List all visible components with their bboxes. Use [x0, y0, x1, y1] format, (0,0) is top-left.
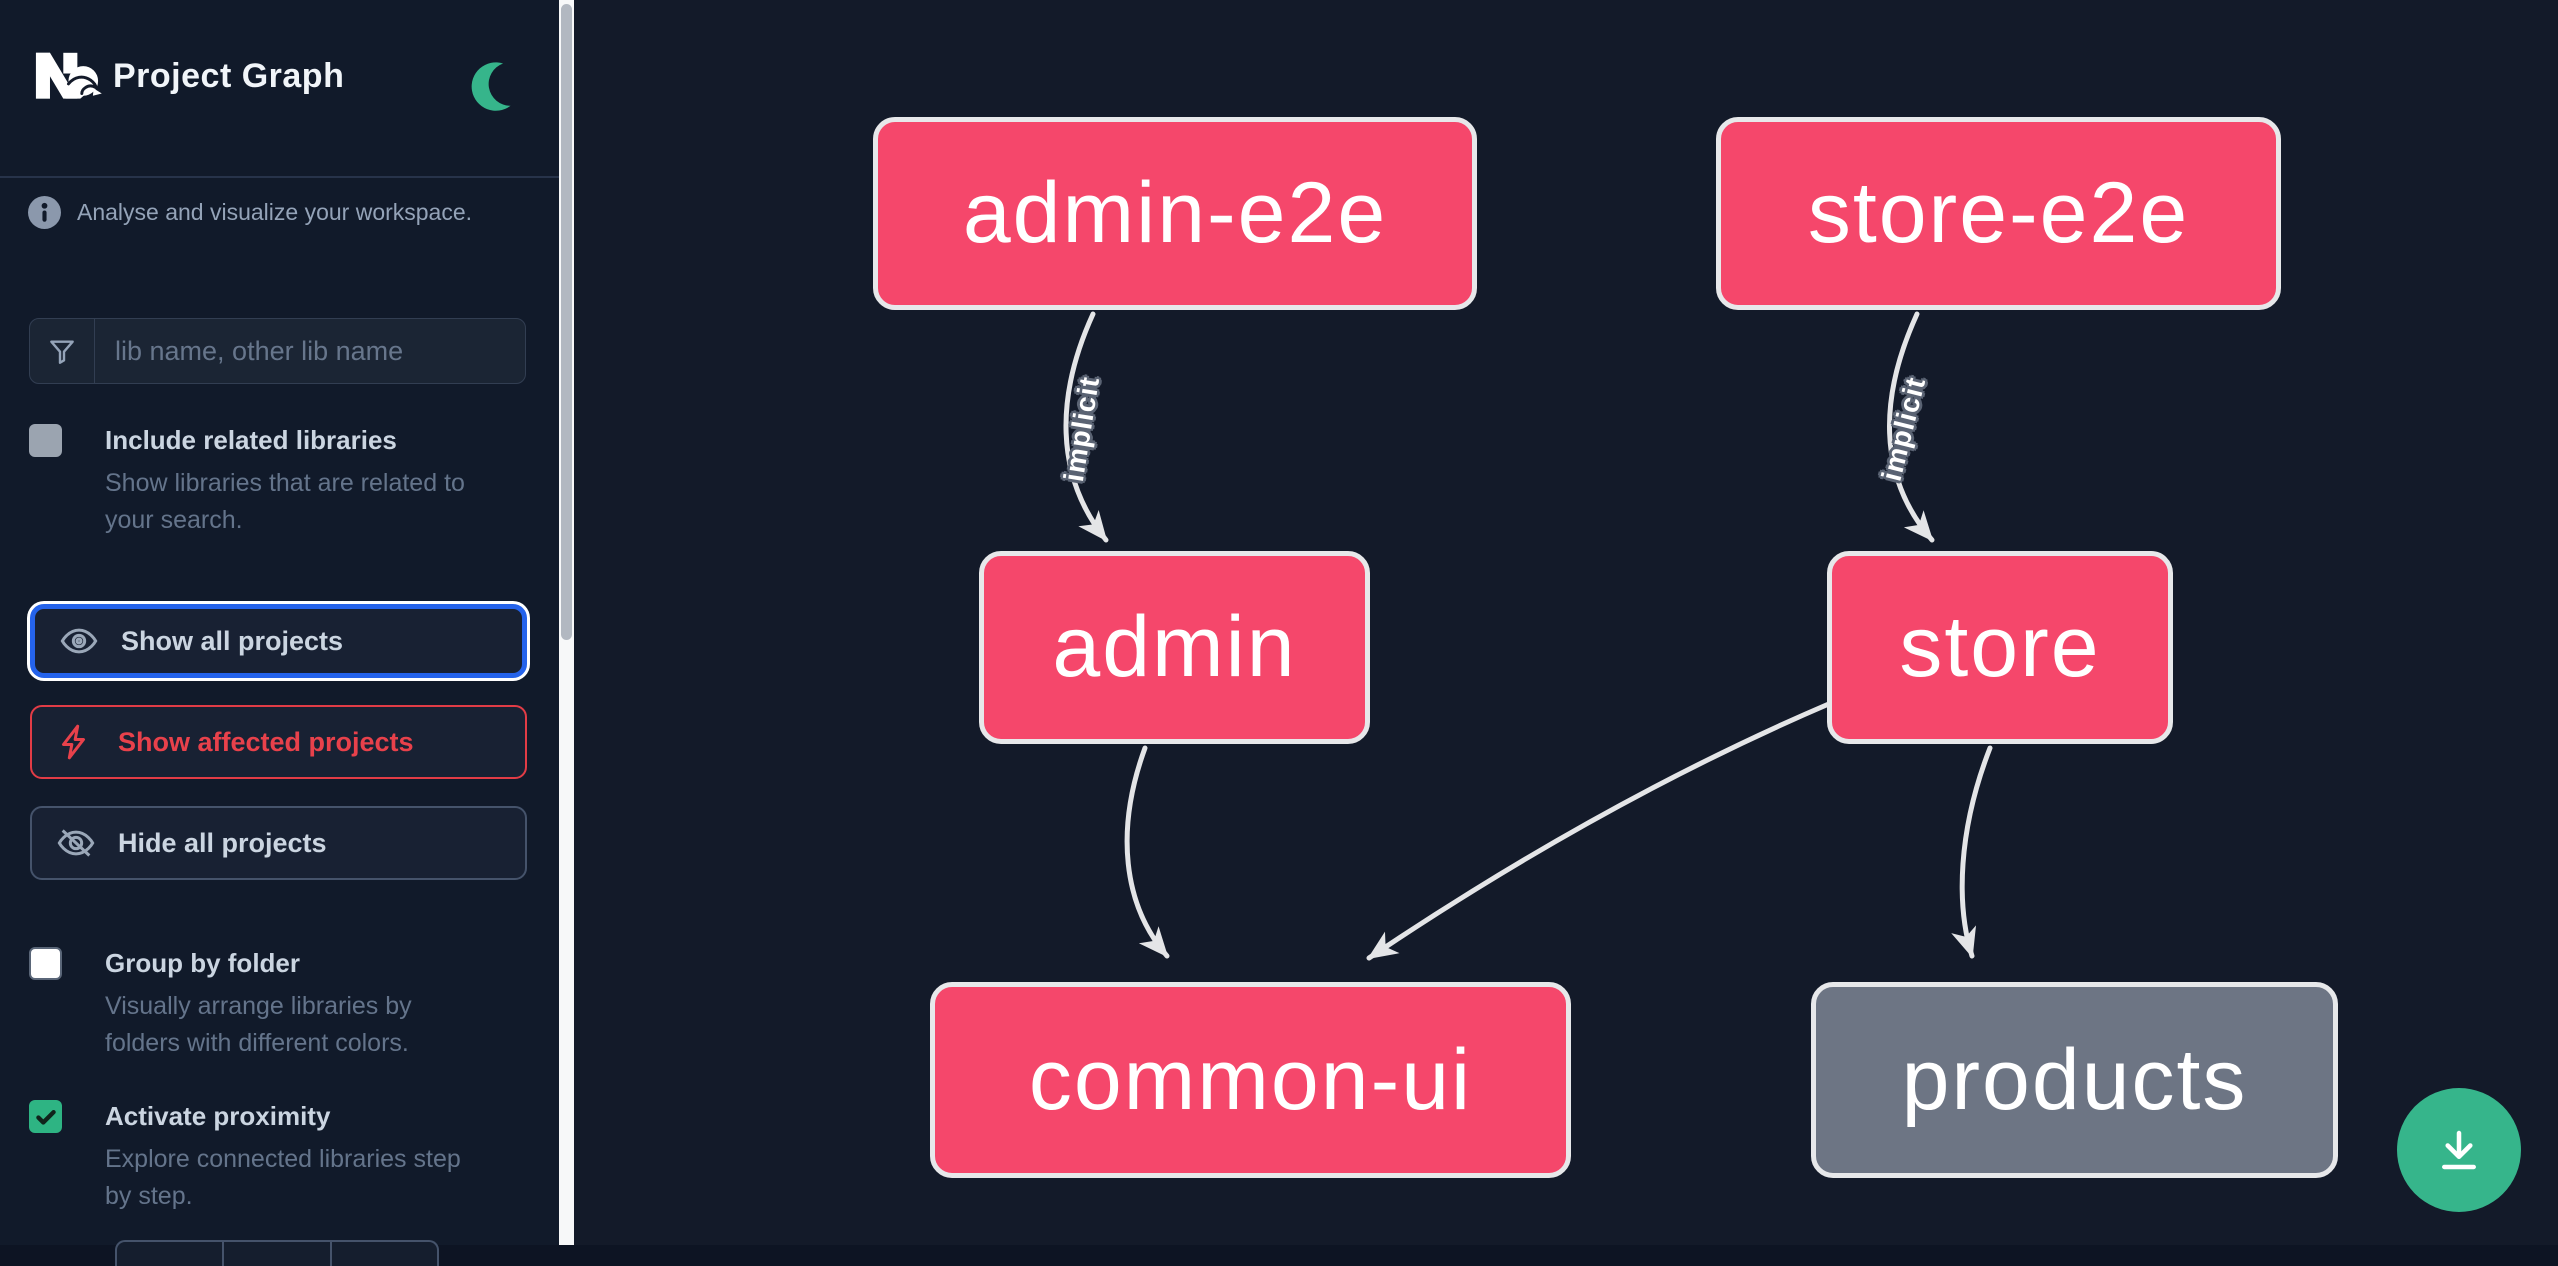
- checkbox-group-by-folder[interactable]: [29, 947, 62, 980]
- check-icon: [35, 1109, 56, 1125]
- search-input[interactable]: [95, 319, 525, 383]
- filter-funnel-icon: [30, 319, 95, 383]
- search-box: [29, 318, 526, 384]
- workspace-info: Analyse and visualize your workspace.: [28, 196, 538, 229]
- node-label: products: [1901, 1031, 2248, 1128]
- option-group-by-folder: Group by folder Visually arrange librari…: [29, 947, 529, 1062]
- node-label: admin-e2e: [962, 165, 1388, 261]
- edge-store-to-common-ui[interactable]: [1366, 700, 1834, 961]
- bolt-icon: [62, 724, 85, 760]
- button-label: Show all projects: [121, 625, 344, 656]
- button-label: Show affected projects: [118, 726, 414, 757]
- node-store-e2e[interactable]: store-e2e: [1716, 117, 2281, 310]
- moon-icon: [471, 62, 511, 111]
- node-admin-e2e[interactable]: admin-e2e: [873, 117, 1477, 310]
- option-description: Show libraries that are related to your …: [105, 469, 465, 534]
- node-label: admin: [1052, 599, 1297, 695]
- dependency-edges: [1063, 311, 1993, 961]
- option-description: Explore connected libraries step by step…: [105, 1145, 461, 1210]
- edge-store-e2e-to-store[interactable]: [1887, 311, 1935, 543]
- option-activate-proximity: Activate proximity Explore connected lib…: [29, 1100, 529, 1215]
- tagline: Analyse and visualize your workspace.: [77, 199, 473, 225]
- download-image-button[interactable]: [2397, 1088, 2521, 1212]
- option-label: Group by folder: [105, 948, 300, 978]
- option-include-related: Include related libraries Show libraries…: [29, 424, 529, 539]
- edge-admin-to-common-ui[interactable]: [1124, 745, 1170, 959]
- option-label: Include related libraries: [105, 425, 397, 455]
- checkbox-include-related[interactable]: [29, 424, 62, 457]
- node-label: store: [1899, 599, 2101, 695]
- eye-off-icon: [57, 829, 95, 857]
- download-icon: [2442, 1130, 2476, 1170]
- scrollbar-thumb[interactable]: [561, 4, 572, 640]
- nx-logo: [35, 52, 102, 99]
- proximity-depth-control[interactable]: [115, 1240, 439, 1266]
- eye-icon: [60, 628, 98, 654]
- node-store[interactable]: store: [1827, 551, 2173, 744]
- edge-admin-e2e-to-admin[interactable]: [1063, 311, 1109, 543]
- sidebar-scrollbar[interactable]: [559, 0, 574, 1245]
- theme-toggle-button[interactable]: [462, 56, 520, 114]
- segment-value: [222, 1242, 329, 1266]
- show-affected-projects-button[interactable]: Show affected projects: [30, 705, 527, 779]
- segment-increment[interactable]: [329, 1242, 437, 1266]
- node-label: store-e2e: [1807, 165, 2190, 261]
- checkbox-activate-proximity[interactable]: [29, 1100, 62, 1133]
- project-graph-canvas[interactable]: implicit implicit admin-e2e store-e2e ad…: [574, 0, 2558, 1245]
- segment-decrement[interactable]: [117, 1242, 222, 1266]
- sidebar: Project Graph Analyse and visualize your…: [0, 0, 559, 1266]
- option-description: Visually arrange libraries by folders wi…: [105, 992, 412, 1057]
- edge-store-to-products[interactable]: [1951, 745, 1993, 959]
- node-admin[interactable]: admin: [979, 551, 1370, 744]
- hide-all-projects-button[interactable]: Hide all projects: [30, 806, 527, 880]
- page-title: Project Graph: [113, 57, 345, 95]
- node-common-ui[interactable]: common-ui: [930, 982, 1571, 1178]
- option-label: Activate proximity: [105, 1101, 331, 1131]
- node-label: common-ui: [1028, 1031, 1473, 1128]
- info-icon: [28, 196, 61, 229]
- show-all-projects-button[interactable]: Show all projects: [30, 604, 527, 678]
- sidebar-header: Project Graph: [0, 0, 559, 178]
- node-products[interactable]: products: [1811, 982, 2338, 1178]
- button-label: Hide all projects: [118, 827, 327, 858]
